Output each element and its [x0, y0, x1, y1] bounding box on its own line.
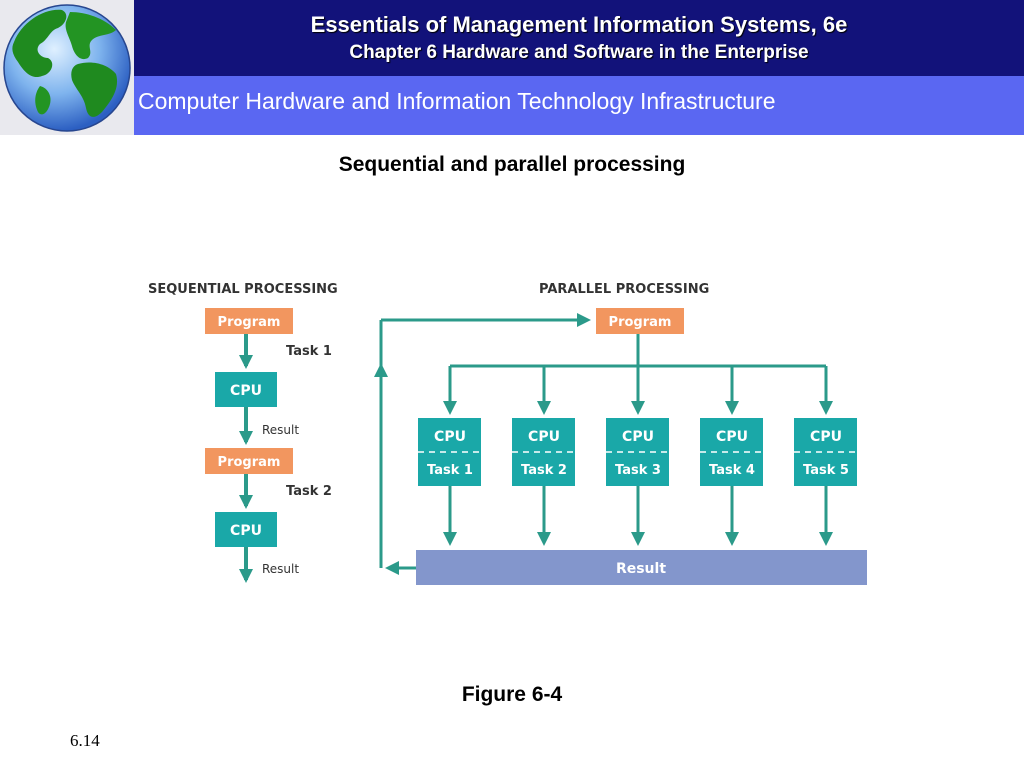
- par-program-box: [596, 308, 684, 334]
- page-number: 6.14: [70, 731, 100, 750]
- slide-heading: Sequential and parallel processing: [338, 153, 686, 176]
- header-band: [0, 0, 1024, 76]
- presentation-title: Essentials of Management Information Sys…: [310, 12, 848, 37]
- par-cpu-box-3: [606, 418, 669, 486]
- chapter-title: Chapter 6 Hardware and Software in the E…: [349, 42, 809, 63]
- sequential-title: SEQUENTIAL PROCESSING: [148, 282, 338, 297]
- parallel-title: PARALLEL PROCESSING: [539, 282, 709, 297]
- par-task-label-2: Task 2: [521, 463, 567, 478]
- par-cpu-label-5: CPU: [810, 429, 842, 445]
- seq-program-box-1: [205, 308, 293, 334]
- par-cpu-label-4: CPU: [716, 429, 748, 445]
- seq-cpu-label-2: CPU: [230, 523, 262, 539]
- seq-program-box-2: [205, 448, 293, 474]
- par-cpu-box-4: [700, 418, 763, 486]
- figure-caption: Figure 6-4: [461, 683, 563, 706]
- seq-cpu-label-1: CPU: [230, 383, 262, 399]
- par-task-label-5: Task 5: [803, 463, 849, 478]
- globe-logo: [0, 0, 134, 135]
- seq-result-label-1: Result: [262, 423, 299, 437]
- par-result-bar: [416, 550, 867, 585]
- par-task-label-4: Task 4: [709, 463, 755, 478]
- globe-icon: [3, 4, 131, 132]
- section-band: [0, 76, 1024, 135]
- section-title: Computer Hardware and Information Techno…: [138, 88, 776, 114]
- par-cpu-box-1: [418, 418, 481, 486]
- seq-program-label-2: Program: [218, 455, 281, 470]
- seq-cpu-box-2: [215, 512, 277, 547]
- par-cpu-box-2: [512, 418, 575, 486]
- par-cpu-label-3: CPU: [622, 429, 654, 445]
- seq-task-label-1: Task 1: [286, 344, 332, 359]
- par-result-label: Result: [616, 561, 666, 577]
- seq-result-label-2: Result: [262, 562, 299, 576]
- seq-task-label-2: Task 2: [286, 484, 332, 499]
- seq-cpu-box-1: [215, 372, 277, 407]
- seq-program-label-1: Program: [218, 315, 281, 330]
- par-cpu-label-2: CPU: [528, 429, 560, 445]
- par-cpu-label-1: CPU: [434, 429, 466, 445]
- par-program-label: Program: [609, 315, 672, 330]
- par-cpu-box-5: [794, 418, 857, 486]
- par-task-label-1: Task 1: [427, 463, 473, 478]
- par-task-label-3: Task 3: [615, 463, 661, 478]
